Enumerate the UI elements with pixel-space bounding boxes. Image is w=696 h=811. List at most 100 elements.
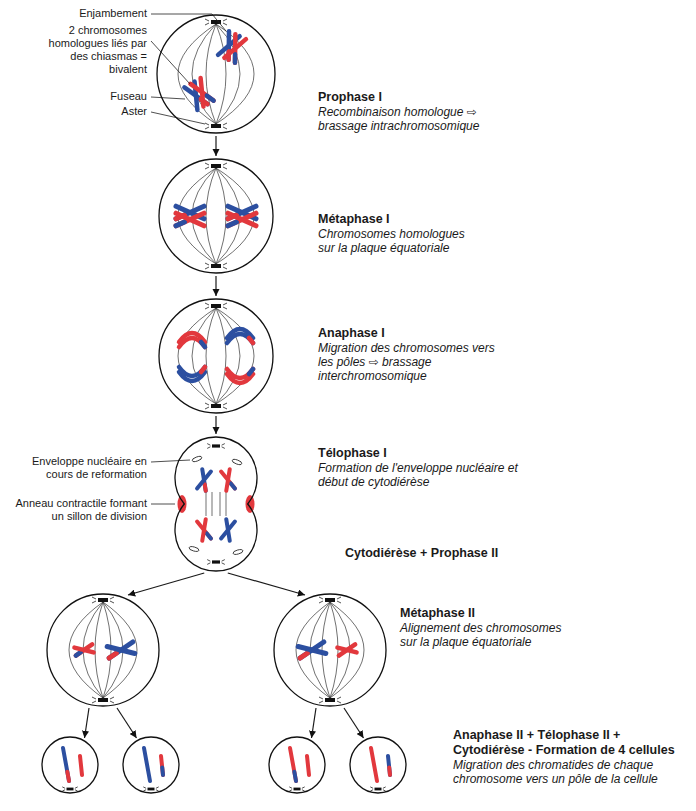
spindle-fiber	[206, 308, 216, 404]
stage-title: Anaphase II + Télophase II + Cytodiérèse…	[453, 728, 678, 758]
chromatid	[249, 369, 253, 374]
aster-ray	[62, 790, 65, 791]
cell: Prophase IRecombinaison homologue ⇨ bras…	[156, 14, 276, 134]
aster-ray	[205, 307, 209, 309]
chromatid	[221, 469, 235, 491]
centrosome	[205, 123, 227, 129]
chromatid	[207, 533, 211, 539]
stage-title: Anaphase I	[318, 326, 498, 341]
nuclear-envelope-fragment	[233, 549, 244, 555]
chromatid	[201, 367, 205, 372]
aster-ray	[319, 697, 323, 699]
centrosome	[92, 597, 114, 603]
nuclear-envelope-fragment	[189, 546, 200, 552]
chromatid	[197, 469, 211, 491]
aster-ray	[205, 267, 209, 269]
aster-ray	[222, 563, 225, 565]
centriole	[148, 788, 155, 791]
chromosome	[227, 329, 253, 343]
chromosome	[190, 78, 213, 106]
centrosome	[92, 697, 114, 703]
chromatid	[197, 469, 211, 491]
aster-ray	[205, 403, 209, 405]
nuclear-envelope-fragment	[192, 455, 203, 462]
cell: Métaphase IIAlignement des chromosomes s…	[273, 593, 387, 707]
centrosome	[205, 19, 227, 25]
centriole	[212, 444, 220, 447]
aster-ray	[75, 787, 78, 788]
aster-ray	[205, 123, 209, 125]
cell-outline	[175, 437, 257, 571]
chromosome	[197, 469, 211, 491]
chromatid	[176, 222, 184, 226]
stage-description: Recombinaison homologue ⇨ brassage intra…	[318, 105, 508, 133]
stage-arrow	[312, 708, 317, 738]
chromatid	[337, 644, 356, 655]
aster-ray	[223, 407, 227, 409]
chromosome	[197, 519, 211, 541]
aster-ray	[289, 787, 292, 788]
cell: Métaphase IChromosomes homologues sur la…	[158, 158, 274, 274]
chromosome	[337, 644, 356, 655]
aster-ray	[207, 563, 210, 565]
centriole	[212, 560, 220, 563]
cell-membrane	[158, 158, 274, 274]
aster-ray	[223, 163, 227, 165]
callout-label: Aster	[57, 105, 147, 118]
aster-ray	[223, 19, 227, 21]
chromatid	[224, 34, 246, 63]
spindle-fiber	[206, 24, 216, 124]
chromatid	[80, 756, 82, 775]
aster-ray	[337, 697, 341, 699]
callout-box: 2 chromosomes homologues liés par des ch…	[47, 24, 147, 76]
centriole	[98, 598, 108, 602]
aster-ray	[223, 267, 227, 269]
spindle-fiber	[296, 602, 330, 698]
aster-ray	[207, 447, 210, 449]
cell	[268, 736, 326, 794]
centriole	[211, 404, 221, 408]
aster-ray	[222, 447, 225, 449]
stage-label: Métaphase IIAlignement des chromosomes s…	[400, 606, 570, 649]
cell-membrane	[349, 736, 407, 794]
chromatid	[228, 222, 236, 226]
centrosome	[62, 787, 77, 791]
chromosome	[224, 34, 246, 63]
spindle-fiber	[330, 602, 364, 698]
aster-ray	[337, 601, 341, 603]
chromatid	[388, 756, 390, 775]
centriole	[325, 698, 335, 702]
cell: Anaphase IMigration des chromosomes vers…	[158, 298, 274, 414]
aster-ray	[222, 560, 225, 562]
spindle-fiber	[178, 24, 216, 124]
chromosome	[228, 213, 256, 226]
spindle-fiber	[220, 492, 221, 516]
cell-outline	[42, 737, 98, 793]
aster-ray	[205, 23, 209, 25]
chromatid	[227, 369, 253, 378]
chromatid	[207, 94, 214, 103]
cell-membrane	[41, 736, 99, 794]
spindle-fiber	[206, 168, 216, 264]
cell-outline	[159, 299, 273, 413]
cell-membrane	[156, 14, 276, 134]
centriole	[211, 164, 221, 168]
centrosome	[205, 263, 227, 269]
nuclear-envelope-fragment	[232, 458, 243, 465]
cell: Anaphase II + Télophase II + Cytodiérèse…	[349, 736, 407, 794]
aster-ray	[302, 790, 305, 791]
chromatid	[371, 748, 377, 781]
aster-ray	[205, 407, 209, 409]
spindle-fiber	[178, 308, 216, 404]
chromatid	[203, 484, 207, 490]
chromatid	[201, 342, 205, 347]
chromatid	[179, 367, 205, 376]
chromosome	[227, 369, 253, 383]
aster-ray	[223, 123, 227, 125]
chromatids	[371, 748, 390, 781]
cell-outline	[350, 737, 406, 793]
aster-ray	[223, 403, 227, 405]
aster-ray	[289, 790, 292, 791]
